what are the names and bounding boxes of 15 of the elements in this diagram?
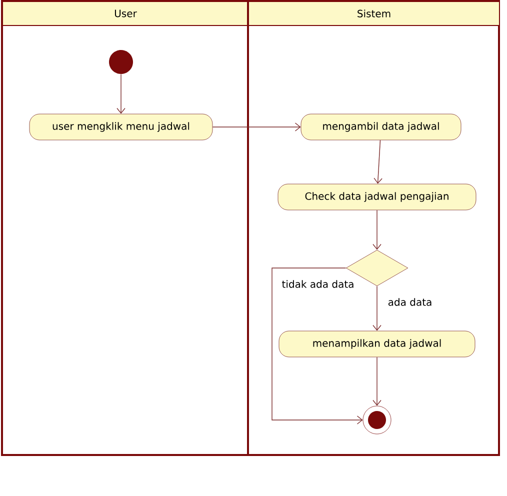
arrow: [372, 356, 382, 406]
arrow: [374, 140, 382, 184]
edge-label: ada data: [386, 297, 434, 307]
activity-box: Check data jadwal pengajian: [278, 184, 476, 210]
edge-label: tidak ada data: [280, 279, 356, 289]
activity-box: menampilkan data jadwal: [278, 330, 476, 358]
arrow: [116, 74, 126, 114]
activity-box: user mengklik menu jadwal: [29, 114, 213, 140]
start-node: [109, 50, 133, 74]
arrow: [272, 268, 363, 424]
arrow: [372, 210, 382, 250]
arrow: [372, 286, 382, 331]
arrow: [212, 122, 301, 132]
end-node: [362, 406, 392, 434]
activity-box: mengambil data jadwal: [300, 114, 462, 140]
